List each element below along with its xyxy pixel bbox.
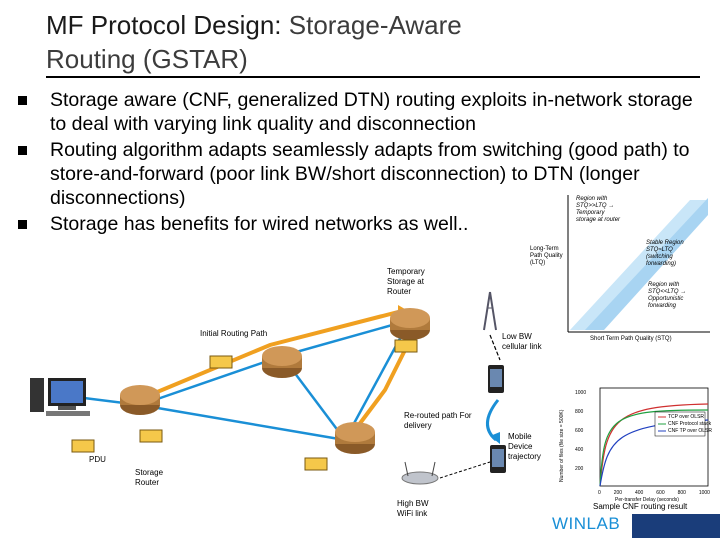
ytick-label: 600 <box>575 428 584 434</box>
storage-icon <box>209 355 233 369</box>
ytick-label: 1000 <box>575 390 587 396</box>
initial-path-arrow <box>149 310 399 397</box>
result-ylabel: Number of files (file size = 500K) <box>559 409 565 482</box>
legend-entry: CNF TP over OLSR <box>668 428 712 434</box>
storage-icon <box>304 457 328 471</box>
bullet-marker <box>18 96 27 105</box>
title-part1: MF Protocol Design: <box>46 10 289 40</box>
region-mid-label: Stable Region STQ≈LTQ (switching forward… <box>646 240 684 267</box>
cell-tower-icon <box>483 291 497 331</box>
label-pdu: PDU <box>89 455 106 464</box>
link-line <box>139 403 346 442</box>
wifi-ap-icon <box>401 461 439 485</box>
xtick-label: 200 <box>613 490 623 496</box>
router-icon <box>120 385 160 415</box>
bullet-text: Storage has benefits for wired networks … <box>50 213 469 235</box>
bullet-item: Storage aware (CNF, generalized DTN) rou… <box>18 88 708 136</box>
wifi-link-line <box>439 461 491 479</box>
bullet-text: Storage aware (CNF, generalized DTN) rou… <box>50 89 693 135</box>
result-chart <box>599 387 709 487</box>
footer-bar <box>632 514 720 538</box>
winlab-logo: WINLAB <box>552 514 621 533</box>
label-rerouted-path: Re-routed path For delivery <box>404 411 472 430</box>
bullet-marker <box>18 146 27 155</box>
slide-title: MF Protocol Design: Storage-Aware Routin… <box>46 8 646 76</box>
ytick-label: 800 <box>575 409 584 415</box>
pdu-icon <box>71 439 95 453</box>
bullet-marker <box>18 220 27 229</box>
region-xlabel: Short Term Path Quality (STQ) <box>590 336 672 342</box>
router-icon <box>335 422 375 454</box>
label-low-bw-link: Low BW cellular link <box>502 332 542 351</box>
region-plot <box>567 195 710 333</box>
series-line <box>599 409 709 487</box>
ytick-label: 200 <box>575 466 584 472</box>
legend-entry: TCP over OLSR <box>668 414 705 420</box>
region-top-label: Region with STQ>>LTQ → Temporary storage… <box>576 196 621 223</box>
xtick-label: 600 <box>656 490 665 496</box>
title-part2: Storage-Aware <box>288 10 462 40</box>
computer-icon <box>30 378 90 416</box>
result-yticks: 1000 800 600 400 200 <box>575 384 586 479</box>
xtick-label: 800 <box>677 490 686 496</box>
ytick-label: 400 <box>575 447 584 453</box>
xtick-label: 0 <box>598 490 601 496</box>
storage-icon <box>139 429 163 443</box>
cellular-link-line <box>489 334 501 361</box>
xtick-label: 1000 <box>698 490 710 496</box>
label-initial-path: Initial Routing Path <box>200 329 268 338</box>
router-icon <box>262 346 302 378</box>
title-underline <box>46 76 700 78</box>
region-bottom-label: Region with STQ<<LTQ → Opportunistic for… <box>648 282 687 309</box>
result-legend: TCP over OLSR CNF Protocol stack CNF TP … <box>668 414 712 435</box>
arrow-head <box>490 432 500 444</box>
phone-screen <box>492 449 504 467</box>
link-line <box>281 318 411 358</box>
label-temporary-storage: Temporary Storage at Router <box>387 267 425 296</box>
legend-entry: CNF Protocol stack <box>668 421 712 427</box>
result-xticks: 0 200 400 600 800 1000 <box>598 488 710 498</box>
bullet-list: Storage aware (CNF, generalized DTN) rou… <box>18 88 708 238</box>
bullet-item: Routing algorithm adapts seamlessly adap… <box>18 138 708 210</box>
phone-screen <box>490 369 502 387</box>
router-icon <box>390 308 430 340</box>
label-mobile-trajectory: Mobile Device trajectory <box>508 432 541 461</box>
result-xlabel: Per-transfer Delay (seconds) <box>615 497 679 503</box>
bullet-text: Routing algorithm adapts seamlessly adap… <box>50 139 690 209</box>
bullet-item: Storage has benefits for wired networks … <box>18 212 550 236</box>
xtick-label: 400 <box>635 490 644 496</box>
storage-icon <box>394 339 418 353</box>
title-line2: Routing (GSTAR) <box>46 44 248 74</box>
region-ylabel: Long-Term Path Quality (LTQ) <box>530 246 563 266</box>
result-caption: Sample CNF routing result <box>593 502 688 511</box>
label-high-bw-link: High BW WiFi link <box>397 499 429 518</box>
label-storage-router: Storage Router <box>135 468 164 487</box>
link-line <box>139 354 283 407</box>
